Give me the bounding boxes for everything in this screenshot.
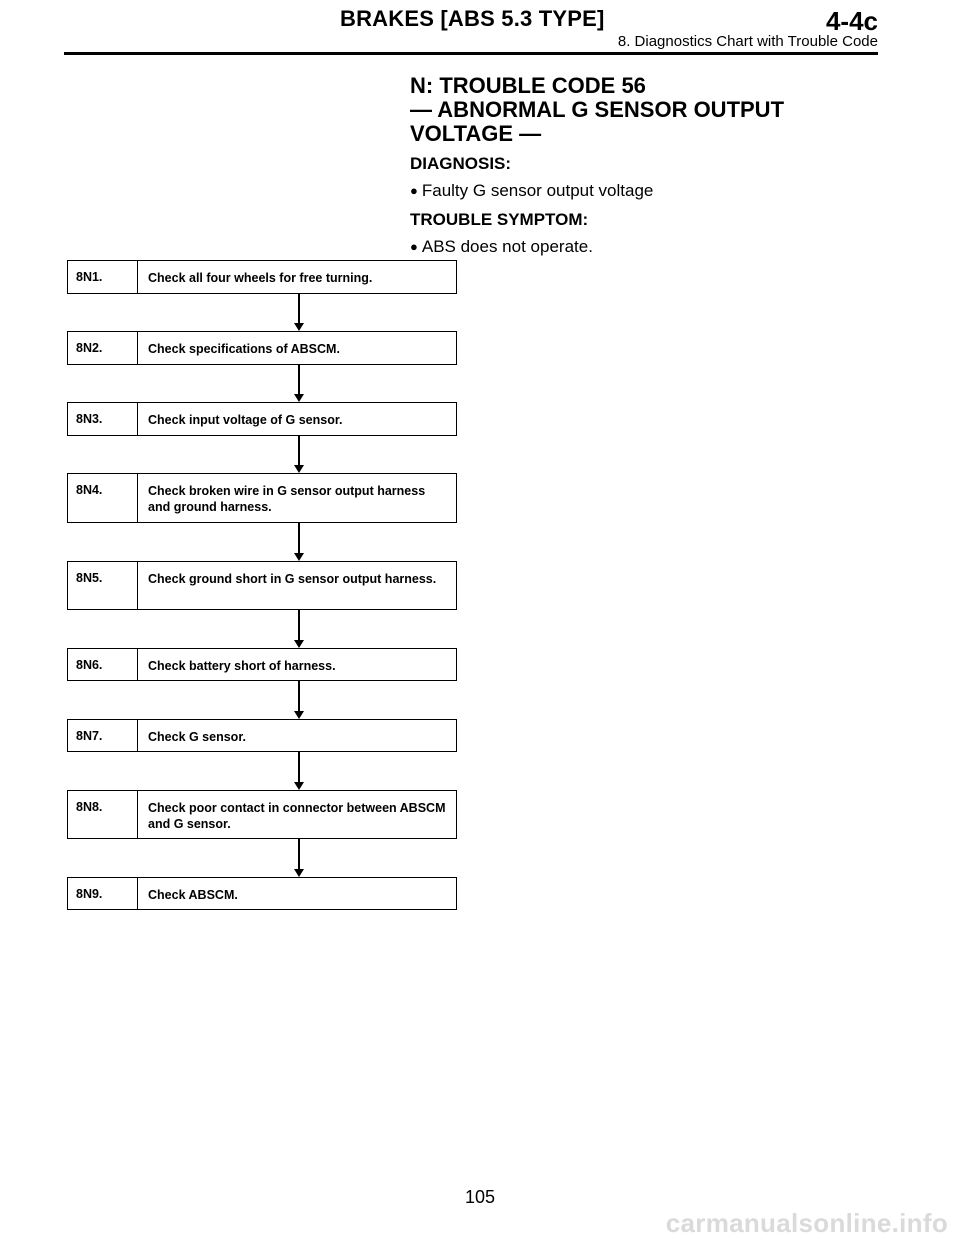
flow-step-number: 8N9. xyxy=(68,878,138,909)
flow-step-number: 8N2. xyxy=(68,332,138,364)
flow-step-text: Check ground short in G sensor output ha… xyxy=(148,572,437,586)
flow-arrow-down-icon xyxy=(294,365,304,402)
symptom-heading: TROUBLE SYMPTOM: xyxy=(410,210,589,229)
header-subtitle: 8. Diagnostics Chart with Trouble Code xyxy=(617,33,878,50)
flow-step-box: 8N8. Check poor contact in connector betw… xyxy=(67,790,457,839)
flow-step-box: 8N4. Check broken wire in G sensor output… xyxy=(67,473,457,523)
flow-arrow-down-icon xyxy=(294,294,304,331)
flow-step-number: 8N7. xyxy=(68,720,138,751)
page-header: BRAKES [ABS 5.3 TYPE] 4-4c 8. Diagnostic… xyxy=(0,0,960,60)
flow-step-text: Check G sensor. xyxy=(148,730,246,744)
flow-step-number: 8N3. xyxy=(68,403,138,435)
flow-arrow-down-icon xyxy=(294,523,304,561)
section-title-line: VOLTAGE — xyxy=(410,121,542,146)
flow-step-text: Check all four wheels for free turning. xyxy=(148,271,373,285)
diagnosis-item-text: Faulty G sensor output voltage xyxy=(421,181,654,200)
flow-step-text: Check ABSCM. xyxy=(148,888,238,902)
flow-step-number: 8N6. xyxy=(68,649,138,680)
flow-step-text: Check poor contact in connector between … xyxy=(148,801,446,831)
section-title: N: TROUBLE CODE 56 — ABNORMAL G SENSOR O… xyxy=(410,74,870,146)
flow-step-box: 8N1. Check all four wheels for free turni… xyxy=(67,260,457,294)
flow-step-number: 8N1. xyxy=(68,261,138,293)
flow-step-box: 8N2. Check specifications of ABSCM. xyxy=(67,331,457,365)
bullet-icon: ● xyxy=(410,183,418,198)
trouble-code-section: N: TROUBLE CODE 56 — ABNORMAL G SENSOR O… xyxy=(410,74,870,258)
flow-step-text: Check specifications of ABSCM. xyxy=(148,342,340,356)
header-section-code: 4-4c xyxy=(825,6,878,36)
page-number: 105 xyxy=(464,1187,496,1207)
flow-step-text: Check input voltage of G sensor. xyxy=(148,413,343,427)
watermark-text: carmanualsonline.info xyxy=(665,1208,948,1238)
symptom-item-text: ABS does not operate. xyxy=(421,237,593,256)
header-title: BRAKES [ABS 5.3 TYPE] xyxy=(340,6,605,31)
flow-step-box: 8N9. Check ABSCM. xyxy=(67,877,457,910)
diagnosis-item: ●Faulty G sensor output voltage xyxy=(410,180,870,202)
flow-arrow-down-icon xyxy=(294,436,304,473)
flow-step-number: 8N8. xyxy=(68,791,138,838)
flow-arrow-down-icon xyxy=(294,610,304,648)
flow-step-text: Check battery short of harness. xyxy=(148,659,336,673)
flow-step-box: 8N7. Check G sensor. xyxy=(67,719,457,752)
diagnosis-heading: DIAGNOSIS: xyxy=(410,154,512,173)
flow-arrow-down-icon xyxy=(294,752,304,790)
flow-arrow-down-icon xyxy=(294,681,304,719)
flow-step-number: 8N4. xyxy=(68,474,138,522)
flow-step-number: 8N5. xyxy=(68,562,138,609)
flow-step-box: 8N3. Check input voltage of G sensor. xyxy=(67,402,457,436)
flow-step-box: 8N6. Check battery short of harness. xyxy=(67,648,457,681)
section-title-line: N: TROUBLE CODE 56 xyxy=(410,73,646,98)
header-rule xyxy=(64,52,878,55)
section-title-line: — ABNORMAL G SENSOR OUTPUT xyxy=(410,97,785,122)
symptom-item: ●ABS does not operate. xyxy=(410,236,870,258)
flow-arrow-down-icon xyxy=(294,839,304,877)
flow-step-text: Check broken wire in G sensor output har… xyxy=(148,484,426,514)
flow-step-box: 8N5. Check ground short in G sensor outpu… xyxy=(67,561,457,610)
bullet-icon: ● xyxy=(410,239,418,254)
